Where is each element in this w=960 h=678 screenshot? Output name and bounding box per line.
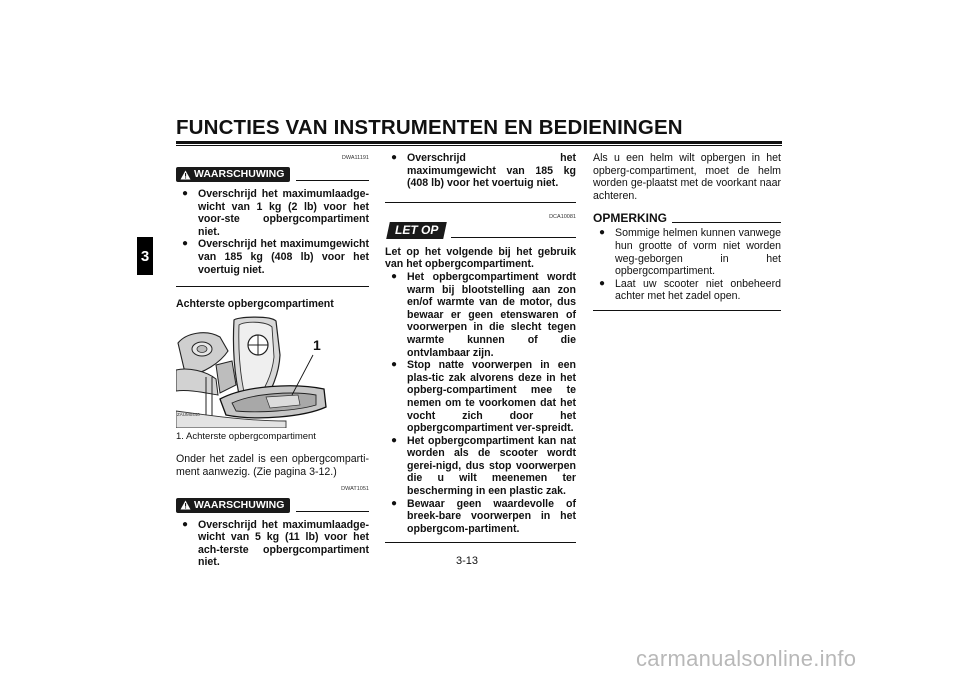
warning-label: WAARSCHUWING: [194, 498, 285, 511]
figure-caption: 1. Achterste opbergcompartiment: [176, 430, 316, 442]
warning-end-rule: [385, 201, 576, 203]
bullet-text: Het opbergcompartiment wordt warm bij bl…: [407, 270, 576, 359]
warning-triangle-icon: [180, 170, 191, 179]
bullet-text: Stop natte voorwerpen in een plas-tic za…: [407, 359, 576, 435]
warning-rule: [296, 180, 369, 181]
bullet-icon: ●: [391, 497, 398, 509]
bullet-icon: ●: [391, 434, 398, 446]
bullet-text: Overschrijd het maximumlaadge-wicht van …: [198, 188, 369, 238]
bullet-icon: ●: [391, 270, 398, 282]
bullet-text: Overschrijd het maximumgewicht van 185 k…: [407, 152, 576, 190]
note-end-rule: [593, 309, 781, 311]
bullet-text: Bewaar geen waardevolle of breek-bare vo…: [407, 497, 576, 535]
list-item: ● Stop natte voorwerpen in een plas-tic z…: [385, 359, 576, 435]
column-1: DWA11191 WAARSCHUWING ● Overschrijd het m…: [176, 150, 369, 569]
warning-badge: WAARSCHUWING: [176, 497, 291, 513]
caution-badge: LET OP: [386, 221, 448, 239]
list-item: ● Overschrijd het maximumlaadge-wicht van…: [176, 188, 369, 238]
figure-code: ZAUM0440: [177, 412, 200, 418]
bullet-icon: ●: [599, 227, 606, 239]
warning-rule: [296, 510, 369, 512]
list-item: ● Laat uw scooter niet onbeheerd achter m…: [593, 278, 781, 303]
watermark: carmanualsonline.info: [636, 646, 857, 671]
bullet-text: Laat uw scooter niet onbeheerd achter me…: [615, 277, 781, 303]
list-item: ● Overschrijd het maximumlaadge-wicht van…: [176, 519, 369, 569]
bullet-text: Overschrijd het maximumlaadge-wicht van …: [198, 518, 369, 569]
caution-bullet-list: ● Het opbergcompartiment wordt warm bij b…: [385, 271, 576, 535]
warning-code: DWA11191: [341, 155, 369, 161]
note-bullet-list: ● Sommige helmen kunnen vanwege hun groot…: [593, 227, 781, 303]
page-title: FUNCTIES VAN INSTRUMENTEN EN BEDIENINGEN: [176, 116, 683, 139]
figure-callout: 1: [313, 336, 321, 353]
caution-header: LET OP: [385, 221, 576, 239]
list-item: ● Het opbergcompartiment wordt warm bij b…: [385, 271, 576, 359]
caution-code-row: DCA10081: [385, 209, 576, 221]
warning-label: WAARSCHUWING: [194, 168, 285, 180]
warning-bullet-list: ● Overschrijd het maximumgewicht van 185 …: [385, 152, 576, 190]
section-title: Achterste opbergcompartiment: [176, 298, 334, 311]
bullet-text: Overschrijd het maximumgewicht van 185 k…: [198, 238, 369, 276]
column-3: Als u een helm wilt opbergen in het opbe…: [593, 152, 781, 311]
bullet-icon: ●: [391, 359, 398, 371]
chapter-tab: 3: [137, 237, 153, 275]
caution-label: LET OP: [395, 222, 439, 237]
caution-intro: Let op het volgende bij het gebruik van …: [385, 245, 576, 271]
scooter-seat-illustration: [176, 314, 352, 428]
note-rule: [672, 222, 781, 224]
title-rule-thin: [176, 145, 782, 146]
warning-code-row: DWAT1051: [176, 481, 369, 493]
caution-code: DCA10081: [549, 213, 576, 220]
note-label: OPMERKING: [593, 211, 668, 226]
warning-badge: WAARSCHUWING: [176, 167, 291, 182]
storage-compartment-figure: 1 ZAUM0440: [176, 314, 352, 428]
bullet-icon: ●: [391, 152, 398, 163]
caution-rule: [451, 236, 576, 238]
title-rule: [176, 141, 782, 144]
bullet-text: Het opbergcompartiment kan nat worden al…: [407, 434, 576, 498]
list-item: ● Het opbergcompartiment kan nat worden a…: [385, 435, 576, 498]
warning-header: WAARSCHUWING: [176, 162, 369, 182]
bullet-icon: ●: [182, 188, 189, 199]
warning-bullet-list: ● Overschrijd het maximumlaadge-wicht van…: [176, 188, 369, 276]
column-2: ● Overschrijd het maximumgewicht van 185 …: [385, 152, 576, 544]
bullet-icon: ●: [182, 518, 189, 530]
caution-end-rule: [385, 542, 576, 544]
page-number: 3-13: [456, 555, 479, 567]
body-paragraph: Onder het zadel is een opbergcomparti-me…: [176, 453, 369, 478]
list-item: ● Bewaar geen waardevolle of breek-bare v…: [385, 498, 576, 536]
warning-code-row: DWA11191: [176, 150, 369, 162]
list-item: ● Overschrijd het maximumgewicht van 185 …: [385, 152, 576, 190]
bullet-icon: ●: [182, 238, 189, 250]
list-item: ● Sommige helmen kunnen vanwege hun groot…: [593, 227, 781, 277]
body-paragraph: Als u een helm wilt opbergen in het opbe…: [593, 152, 781, 202]
list-item: ● Overschrijd het maximumgewicht van 185 …: [176, 238, 369, 276]
bullet-text: Sommige helmen kunnen vanwege hun groott…: [615, 227, 781, 278]
bullet-icon: ●: [599, 277, 606, 289]
warning-header: WAARSCHUWING: [176, 493, 369, 513]
warning-end-rule: [176, 286, 369, 288]
warning-code: DWAT1051: [341, 485, 369, 492]
warning-bullet-list: ● Overschrijd het maximumlaadge-wicht van…: [176, 519, 369, 569]
warning-triangle-icon: [180, 500, 191, 510]
note-header: OPMERKING: [593, 212, 781, 225]
